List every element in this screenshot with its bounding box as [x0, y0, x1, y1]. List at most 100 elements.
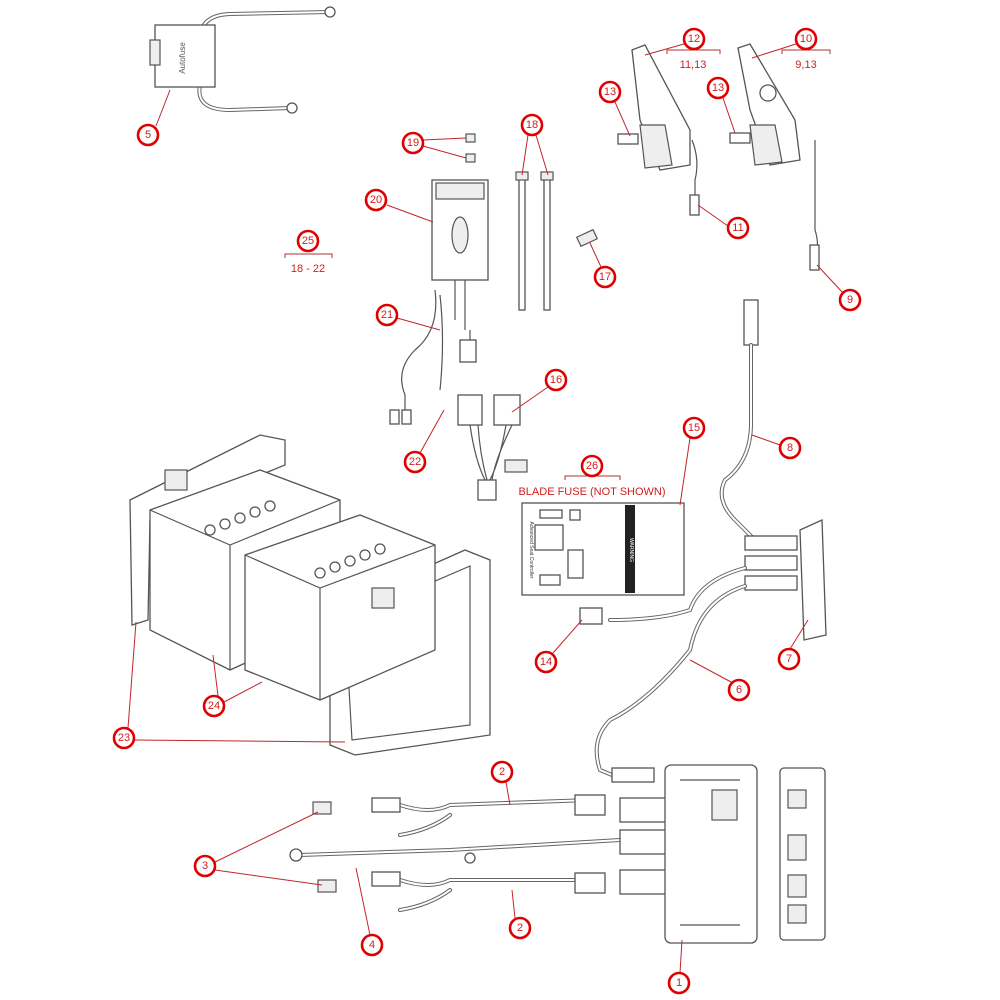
warning-text: WARNING	[628, 538, 634, 562]
callout-number: 13	[712, 82, 724, 94]
callout-circle	[777, 647, 801, 671]
callout-number: 2	[499, 766, 505, 778]
callout-1: 1	[667, 971, 691, 995]
callout-number: 26	[586, 460, 598, 472]
seat-controller-text: Advanced Seat Controller	[528, 522, 534, 579]
part-main-controller	[664, 764, 826, 944]
callout-number: 19	[407, 137, 419, 149]
callout-number: 16	[550, 374, 562, 386]
callout-16: 16	[544, 368, 568, 392]
callout-circle	[360, 933, 384, 957]
part-joystick-left	[617, 44, 700, 216]
callout-6: 6	[727, 678, 751, 702]
callout-2: 2	[490, 760, 514, 784]
autofuse-text: Autofuse	[178, 42, 187, 74]
callout-circle	[375, 303, 399, 327]
callout-circle	[508, 916, 532, 940]
callout-19: 19	[401, 131, 425, 155]
blade-fuse-note: BLADE FUSE (NOT SHOWN)	[518, 486, 665, 498]
callout-circle	[682, 27, 706, 51]
callout-9: 9	[838, 288, 862, 312]
callout-7: 7	[777, 647, 801, 671]
callout-12: 12	[682, 27, 706, 51]
kit-braces	[284, 49, 831, 480]
callout-number: 1	[676, 977, 682, 989]
callout-number: 5	[145, 129, 151, 141]
callout-number: 12	[688, 33, 700, 45]
callout-circle	[534, 650, 558, 674]
callout-21: 21	[375, 303, 399, 327]
callout-circle	[544, 368, 568, 392]
callout-number: 21	[381, 309, 393, 321]
part-control-module	[431, 179, 489, 363]
callout-14: 14	[534, 650, 558, 674]
part-fuse-holder	[575, 228, 599, 248]
callout-number: 22	[409, 456, 421, 468]
callout-2: 2	[508, 916, 532, 940]
callout-11: 11	[726, 216, 750, 240]
callout-number: 23	[118, 732, 130, 744]
part-nuts	[465, 133, 476, 163]
callout-3: 3	[193, 854, 217, 878]
callout-20: 20	[364, 188, 388, 212]
part-batteries	[149, 469, 436, 701]
part-cable-6	[594, 584, 747, 783]
kit-25-range: 18 - 22	[291, 263, 325, 275]
callout-number: 13	[604, 86, 616, 98]
callout-circle	[401, 131, 425, 155]
callout-circle	[598, 80, 622, 104]
callout-number: 6	[736, 684, 742, 696]
part-cable-14	[579, 566, 747, 625]
callout-23: 23	[112, 726, 136, 750]
callout-circle	[727, 678, 751, 702]
callout-circle	[112, 726, 136, 750]
callout-circle	[794, 27, 818, 51]
callout-17: 17	[593, 265, 617, 289]
part-battery-cables	[289, 794, 669, 912]
callout-22: 22	[403, 450, 427, 474]
callout-number: 20	[370, 194, 382, 206]
kit-10-range: 9,13	[795, 59, 816, 71]
part-harness-21	[389, 289, 444, 425]
callout-circle	[593, 265, 617, 289]
callout-number: 7	[786, 653, 792, 665]
kit-12-range: 11,13	[680, 59, 707, 71]
callout-circle	[296, 229, 320, 253]
leader-lines	[127, 43, 844, 974]
part-y-harness	[457, 394, 528, 501]
callout-25: 25	[296, 229, 320, 253]
callout-number: 14	[540, 656, 552, 668]
callout-number: 9	[847, 294, 853, 306]
callout-circle	[778, 436, 802, 460]
callout-circle	[364, 188, 388, 212]
callout-number: 8	[787, 442, 793, 454]
callout-number: 15	[688, 422, 700, 434]
callout-26: 26	[580, 454, 604, 478]
part-joystick-right	[729, 43, 820, 271]
callout-5: 5	[136, 123, 160, 147]
callout-circle	[682, 416, 706, 440]
callout-number: 18	[526, 119, 538, 131]
callout-13: 13	[706, 76, 730, 100]
callout-number: 11	[732, 222, 743, 234]
callout-circle	[490, 760, 514, 784]
callout-circle	[520, 113, 544, 137]
part-autofuse-breaker: Autofuse	[149, 6, 336, 114]
callout-number: 25	[302, 235, 314, 247]
callout-15: 15	[682, 416, 706, 440]
part-cable-ties	[515, 171, 554, 311]
callout-13: 13	[598, 80, 622, 104]
callout-4: 4	[360, 933, 384, 957]
callout-circle	[403, 450, 427, 474]
callout-24: 24	[202, 694, 226, 718]
callout-18: 18	[520, 113, 544, 137]
callout-circle	[706, 76, 730, 100]
callout-10: 10	[794, 27, 818, 51]
callout-circle	[193, 854, 217, 878]
callout-number: 17	[599, 271, 611, 283]
callout-circle	[136, 123, 160, 147]
callout-number: 24	[208, 700, 220, 712]
